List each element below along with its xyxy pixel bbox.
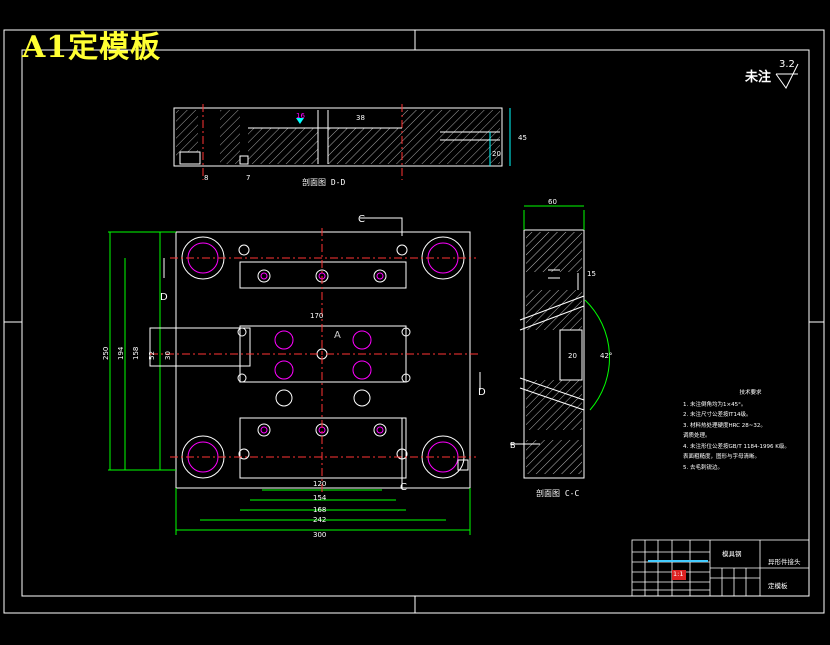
side-section-view: [510, 205, 611, 479]
dim-194: 194: [117, 346, 125, 360]
dim-168: 168: [313, 506, 326, 514]
section-mark-d-right: D: [478, 387, 486, 398]
dim-top-16: 16: [296, 112, 305, 120]
roughness-symbol: [775, 63, 799, 89]
section-mark-b: B: [510, 441, 516, 450]
title-block-part-name: 定模板: [768, 582, 788, 590]
dim-120: 120: [313, 480, 326, 488]
dim-top-8: 8: [204, 174, 208, 182]
note-item: 2. 未注尺寸公差按IT14级。: [683, 412, 752, 418]
dim-250: 250: [102, 347, 110, 360]
section-mark-c-bottom: C: [400, 482, 407, 493]
dim-top-7: 7: [246, 174, 250, 182]
dim-158: 158: [132, 347, 140, 360]
notes-header: 技术要求: [739, 390, 762, 396]
dim-154: 154: [313, 494, 327, 502]
roughness-value: 3.2: [779, 59, 795, 70]
note-item: 表面粗糙度，图形与字母清晰。: [683, 454, 761, 460]
title-block-scale: 1:1: [673, 570, 684, 578]
note-item: 5. 去毛刺锐边。: [683, 464, 723, 471]
title-block-material: 模具钢: [722, 550, 742, 558]
note-item: 4. 未注形位公差按GB/T 1184-1996 K级。: [683, 443, 790, 450]
roughness-label: 未注: [745, 70, 772, 85]
section-mark-a: A: [334, 330, 341, 341]
section-mark-c-top: C: [358, 214, 365, 225]
note-item: 调质处理。: [683, 433, 711, 439]
dim-top-38: 38: [356, 114, 365, 122]
side-section-label: 剖面图 C-C: [536, 489, 580, 498]
top-section-view: [173, 104, 511, 180]
top-section-label: 剖面图 D-D: [302, 178, 346, 187]
dim-top-20: 20: [492, 150, 501, 158]
dim-242: 242: [313, 516, 326, 524]
dim-side-42: 42°: [600, 352, 612, 360]
title-block-fills: [648, 560, 708, 580]
note-item: 3. 材料热处理硬度HRC 28~32。: [683, 422, 766, 429]
drawing-border: [3, 29, 825, 614]
drawing-title: A1定模板: [22, 30, 162, 65]
dim-side-20: 20: [568, 352, 577, 360]
technical-notes: 技术要求 1. 未注倒角均为1×45°。 2. 未注尺寸公差按IT14级。 3.…: [683, 388, 818, 473]
note-item: 1. 未注倒角均为1×45°。: [683, 401, 747, 408]
dim-top-45: 45: [518, 134, 527, 142]
title-block-product-name: 异形件接头: [768, 558, 801, 566]
dim-side-60: 60: [548, 198, 557, 206]
dim-30: 30: [164, 351, 172, 360]
dim-170: 170: [310, 312, 323, 320]
dim-side-15: 15: [587, 270, 596, 278]
section-mark-d-left: D: [160, 292, 168, 303]
dim-300: 300: [313, 531, 326, 539]
dim-52: 52: [148, 351, 156, 360]
main-plan-view: [108, 217, 481, 535]
